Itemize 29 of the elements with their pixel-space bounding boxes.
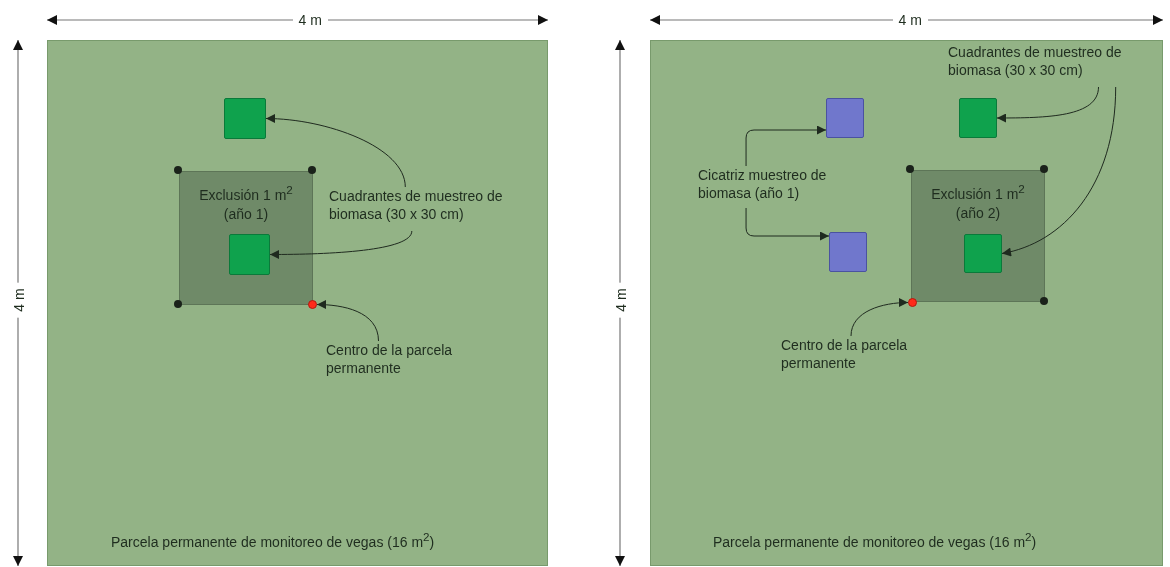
leader-arrow bbox=[850, 298, 909, 337]
exclusion-square bbox=[911, 170, 1045, 302]
exclusion-label: Exclusión 1 m$^{2}$ (año 2) bbox=[930, 181, 1026, 223]
plot-caption: Parcela permanente de monitoreo de vegas (16 m$^{2}$) bbox=[111, 529, 435, 552]
exclusion-square bbox=[179, 171, 313, 305]
leader-arrow bbox=[745, 125, 827, 167]
annotation-text: Cuadrantes de muestreo de biomasa (30 x 30 cm) bbox=[329, 187, 547, 231]
plot-area bbox=[47, 40, 548, 566]
leader-arrow bbox=[745, 207, 830, 241]
annotation-text: Cuadrantes de muestreo de biomasa (30 x 30 cm) bbox=[948, 43, 1163, 87]
leader-arrow bbox=[996, 86, 1099, 123]
annotation-text: Centro de la parcela permanente bbox=[781, 336, 956, 378]
center-point bbox=[308, 300, 317, 309]
leader-arrow bbox=[265, 114, 406, 188]
annotation-text: Centro de la parcela permanente bbox=[326, 341, 501, 383]
annotation-text: Cicatriz muestreo de biomasa (año 1) bbox=[698, 166, 876, 208]
leader-arrow bbox=[1001, 86, 1117, 256]
plot-area bbox=[650, 40, 1163, 566]
center-point bbox=[908, 298, 917, 307]
sampling-scar bbox=[826, 98, 864, 138]
sampling-quadrat bbox=[229, 234, 270, 275]
plot-caption: Parcela permanente de monitoreo de vegas (16 m$^{2}$) bbox=[713, 529, 1037, 552]
sampling-quadrat bbox=[224, 98, 266, 139]
sampling-quadrat bbox=[964, 234, 1002, 273]
leader-arrow bbox=[316, 300, 379, 342]
sampling-scar bbox=[829, 232, 867, 272]
exclusion-label: Exclusión 1 m$^{2}$ (año 1) bbox=[198, 182, 294, 224]
leader-arrow bbox=[269, 230, 413, 259]
sampling-quadrat bbox=[959, 98, 997, 138]
